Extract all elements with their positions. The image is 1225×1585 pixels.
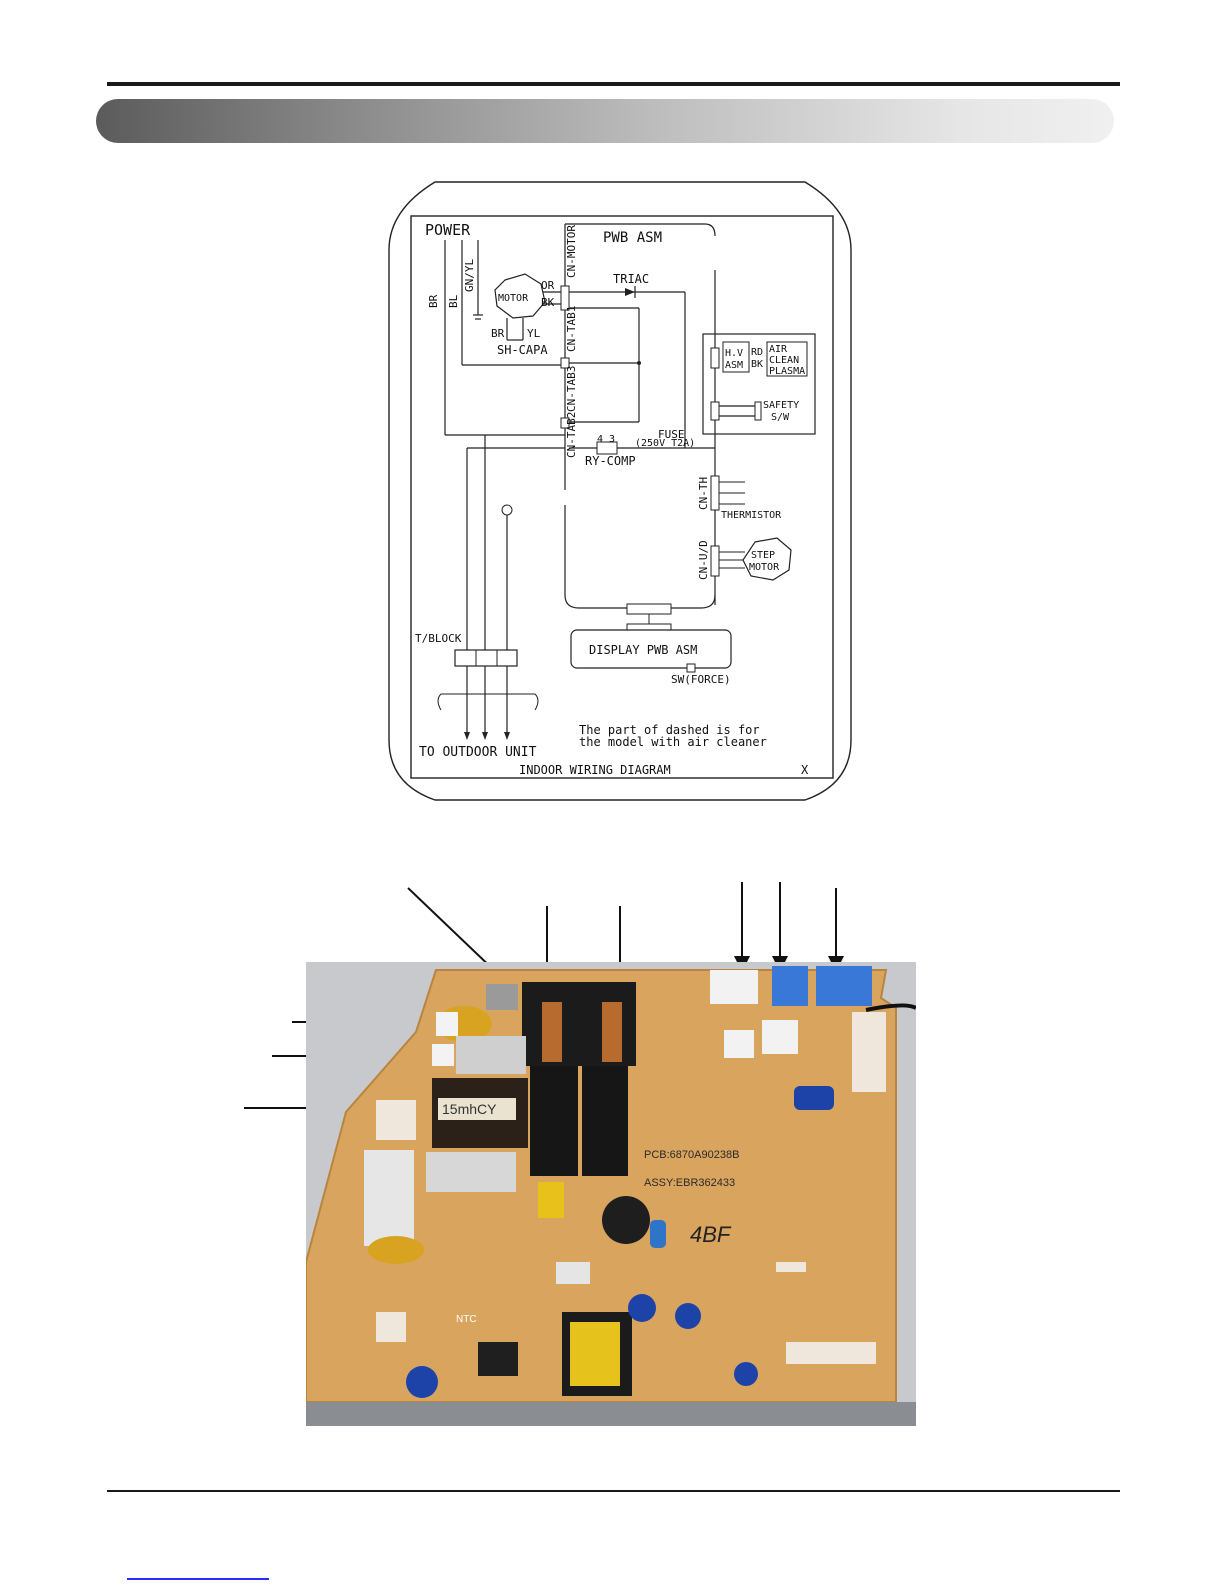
note-line1: The part of dashed is for [579,723,760,737]
pcb-code-label: PCB:6870A90238B [644,1149,739,1161]
relay-bottom-2 [582,1066,628,1176]
fan-motor-symbol [494,273,546,319]
footer-rule [107,1490,1120,1492]
plasma-label: PLASMA [769,366,805,377]
clean-label: CLEAN [769,355,799,366]
step-motor-label: MOTOR [749,562,780,573]
diagram-frame [388,181,852,801]
relay-pins-label: 4 3 [597,434,615,445]
cn-tab2-label: CN-TAB2 [565,412,578,458]
white-connector [710,970,758,1004]
air-cleaner-box [702,333,816,435]
blue-connector-1 [772,966,808,1006]
yellow-connector [538,1182,564,1218]
cn-motor-label: CN-MOTOR [565,225,578,278]
cn-ud-label: CN-U/D [697,540,710,580]
safety-label: SAFETY [763,400,799,411]
ic-chip [478,1342,518,1376]
display-pwb-label: DISPLAY PWB ASM [589,643,697,657]
side-connector [376,1100,416,1140]
to-outdoor-label: TO OUTDOOR UNIT [419,745,537,760]
indoor-wiring-diagram: POWER BR BL GN/YL PWB ASM CN-MOTOR CN-TA… [388,181,852,801]
pwb-asm-label: PWB ASM [603,230,662,246]
wire-br2-label: BR [491,327,505,340]
asm-label: ASM [725,360,743,371]
blue-connector-2 [816,966,872,1006]
electrolytic-capacitor [794,1086,834,1110]
sw-force-label: SW(FORCE) [671,673,731,686]
choke-label: 15mhCY [442,1101,497,1117]
pcb-photo: 15mhCY PCB:6870A90238B ASSY:EBR362433 4B… [306,962,916,1426]
step-motor-symbol [742,537,792,581]
ntc-label: NTC [456,1314,477,1325]
air-label: AIR [769,344,788,355]
fuse-rating-label: (250V T2A) [635,438,695,449]
sh-capa-label: SH-CAPA [497,343,548,357]
cn-tab3-label: CN-TAB3 [565,366,578,412]
t-block-label: T/BLOCK [415,632,462,645]
wire-bk-label: BK [541,296,555,309]
wire-gnyl-label: GN/YL [463,259,476,292]
cn-tab1-label: CN-TAB1 [565,306,578,352]
fuse-label: FUSE [658,428,685,441]
wire-yl-label: YL [527,327,541,340]
wire-rd-label: RD [751,347,763,358]
triac-label: TRIAC [613,272,649,286]
section-banner [96,99,1114,143]
wire-bk2-label: BK [751,359,763,370]
header-rule [107,82,1120,86]
wire-bl-label: BL [447,294,460,308]
assy-code-label: ASSY:EBR362433 [644,1177,735,1189]
note-line2: the model with air cleaner [579,735,767,749]
relay-bottom-1 [530,1066,578,1176]
film-capacitor [456,1036,526,1074]
handwriting-label: 4BF [690,1222,732,1247]
buzzer [602,1196,650,1244]
diagram-inner-frame [410,215,834,779]
power-label: POWER [425,221,471,239]
ry-comp-label: RY-COMP [585,454,636,468]
thermistor-label: THERMISTOR [721,510,782,521]
diagram-footer-title: INDOOR WIRING DIAGRAM [519,763,671,777]
cn-th-label: CN-TH [697,477,710,510]
footer-link-underline[interactable] [127,1578,269,1580]
step-label: STEP [751,550,775,561]
motor-label: MOTOR [498,293,529,304]
hv-label: H.V [725,348,743,359]
terminal-block [454,649,518,667]
safety-sw-label: S/W [771,412,790,423]
display-pwb-box [570,629,732,669]
wire-br-label: BR [427,294,440,308]
diagram-footer-x: X [801,763,809,777]
wire-or-label: OR [541,279,555,292]
